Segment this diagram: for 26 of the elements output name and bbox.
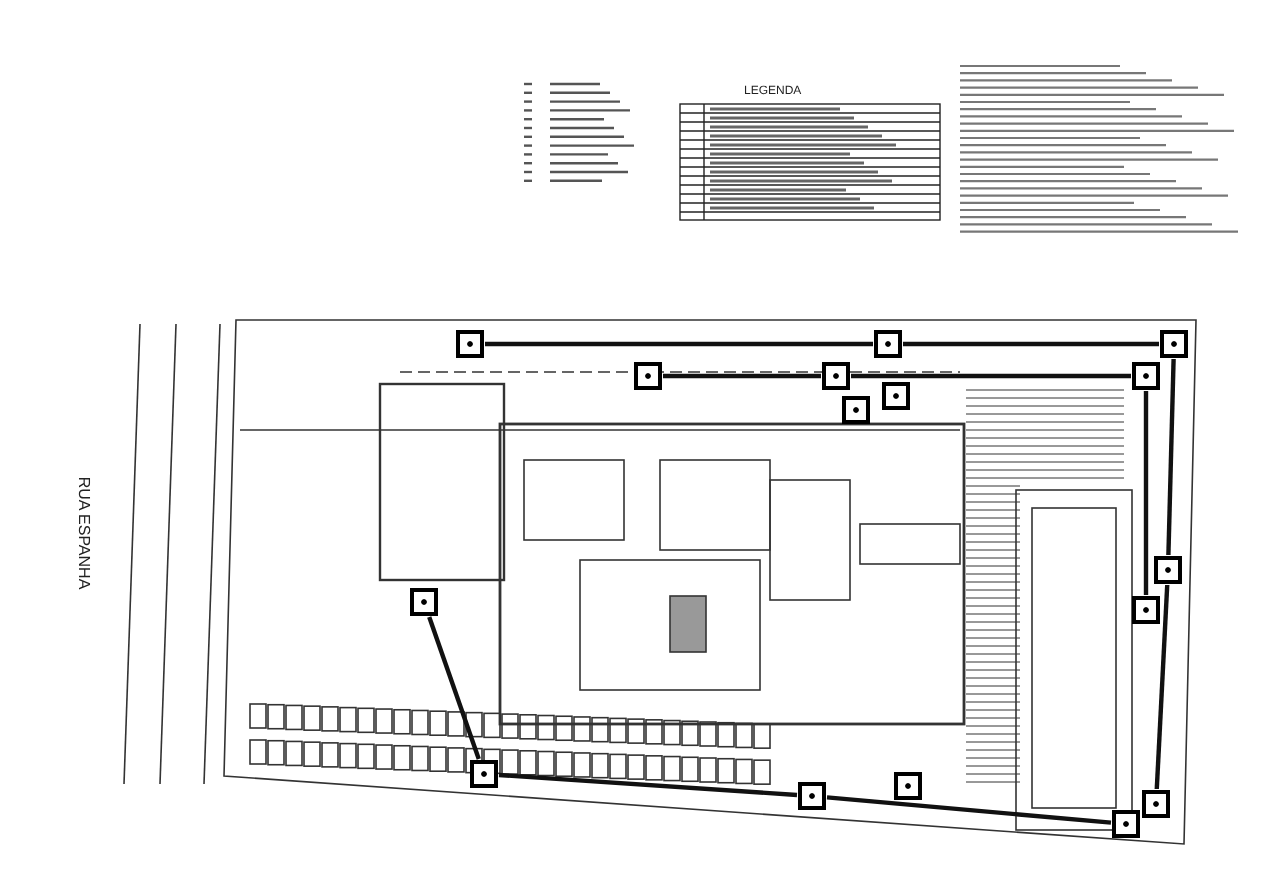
- junction-box: [873, 329, 901, 357]
- conduit-line: [427, 616, 481, 760]
- junction-box: [469, 759, 497, 787]
- conduit-line: [851, 373, 1131, 379]
- street-name: RUA ESPANHA: [75, 476, 94, 590]
- junction-box: [1131, 361, 1159, 389]
- junction-box: [881, 381, 909, 409]
- junction-box: [893, 771, 921, 799]
- conduit-line: [826, 795, 1112, 825]
- junction-box: [841, 395, 869, 423]
- junction-box: [1153, 555, 1181, 583]
- junction-box: [797, 781, 825, 809]
- junction-box: [455, 329, 483, 357]
- conduit-line: [1143, 391, 1149, 595]
- conduit-line: [498, 772, 798, 798]
- conduit-line: [903, 341, 1159, 347]
- conduit-line: [663, 373, 821, 379]
- conduit-line: [485, 341, 873, 347]
- junction-box: [1159, 329, 1187, 357]
- conduit-line: [1166, 358, 1176, 556]
- junction-box: [1111, 809, 1139, 837]
- junction-box: [821, 361, 849, 389]
- junction-box: [1141, 789, 1169, 817]
- junction-box: [1131, 595, 1159, 623]
- junction-box: [633, 361, 661, 389]
- junction-box: [409, 587, 437, 615]
